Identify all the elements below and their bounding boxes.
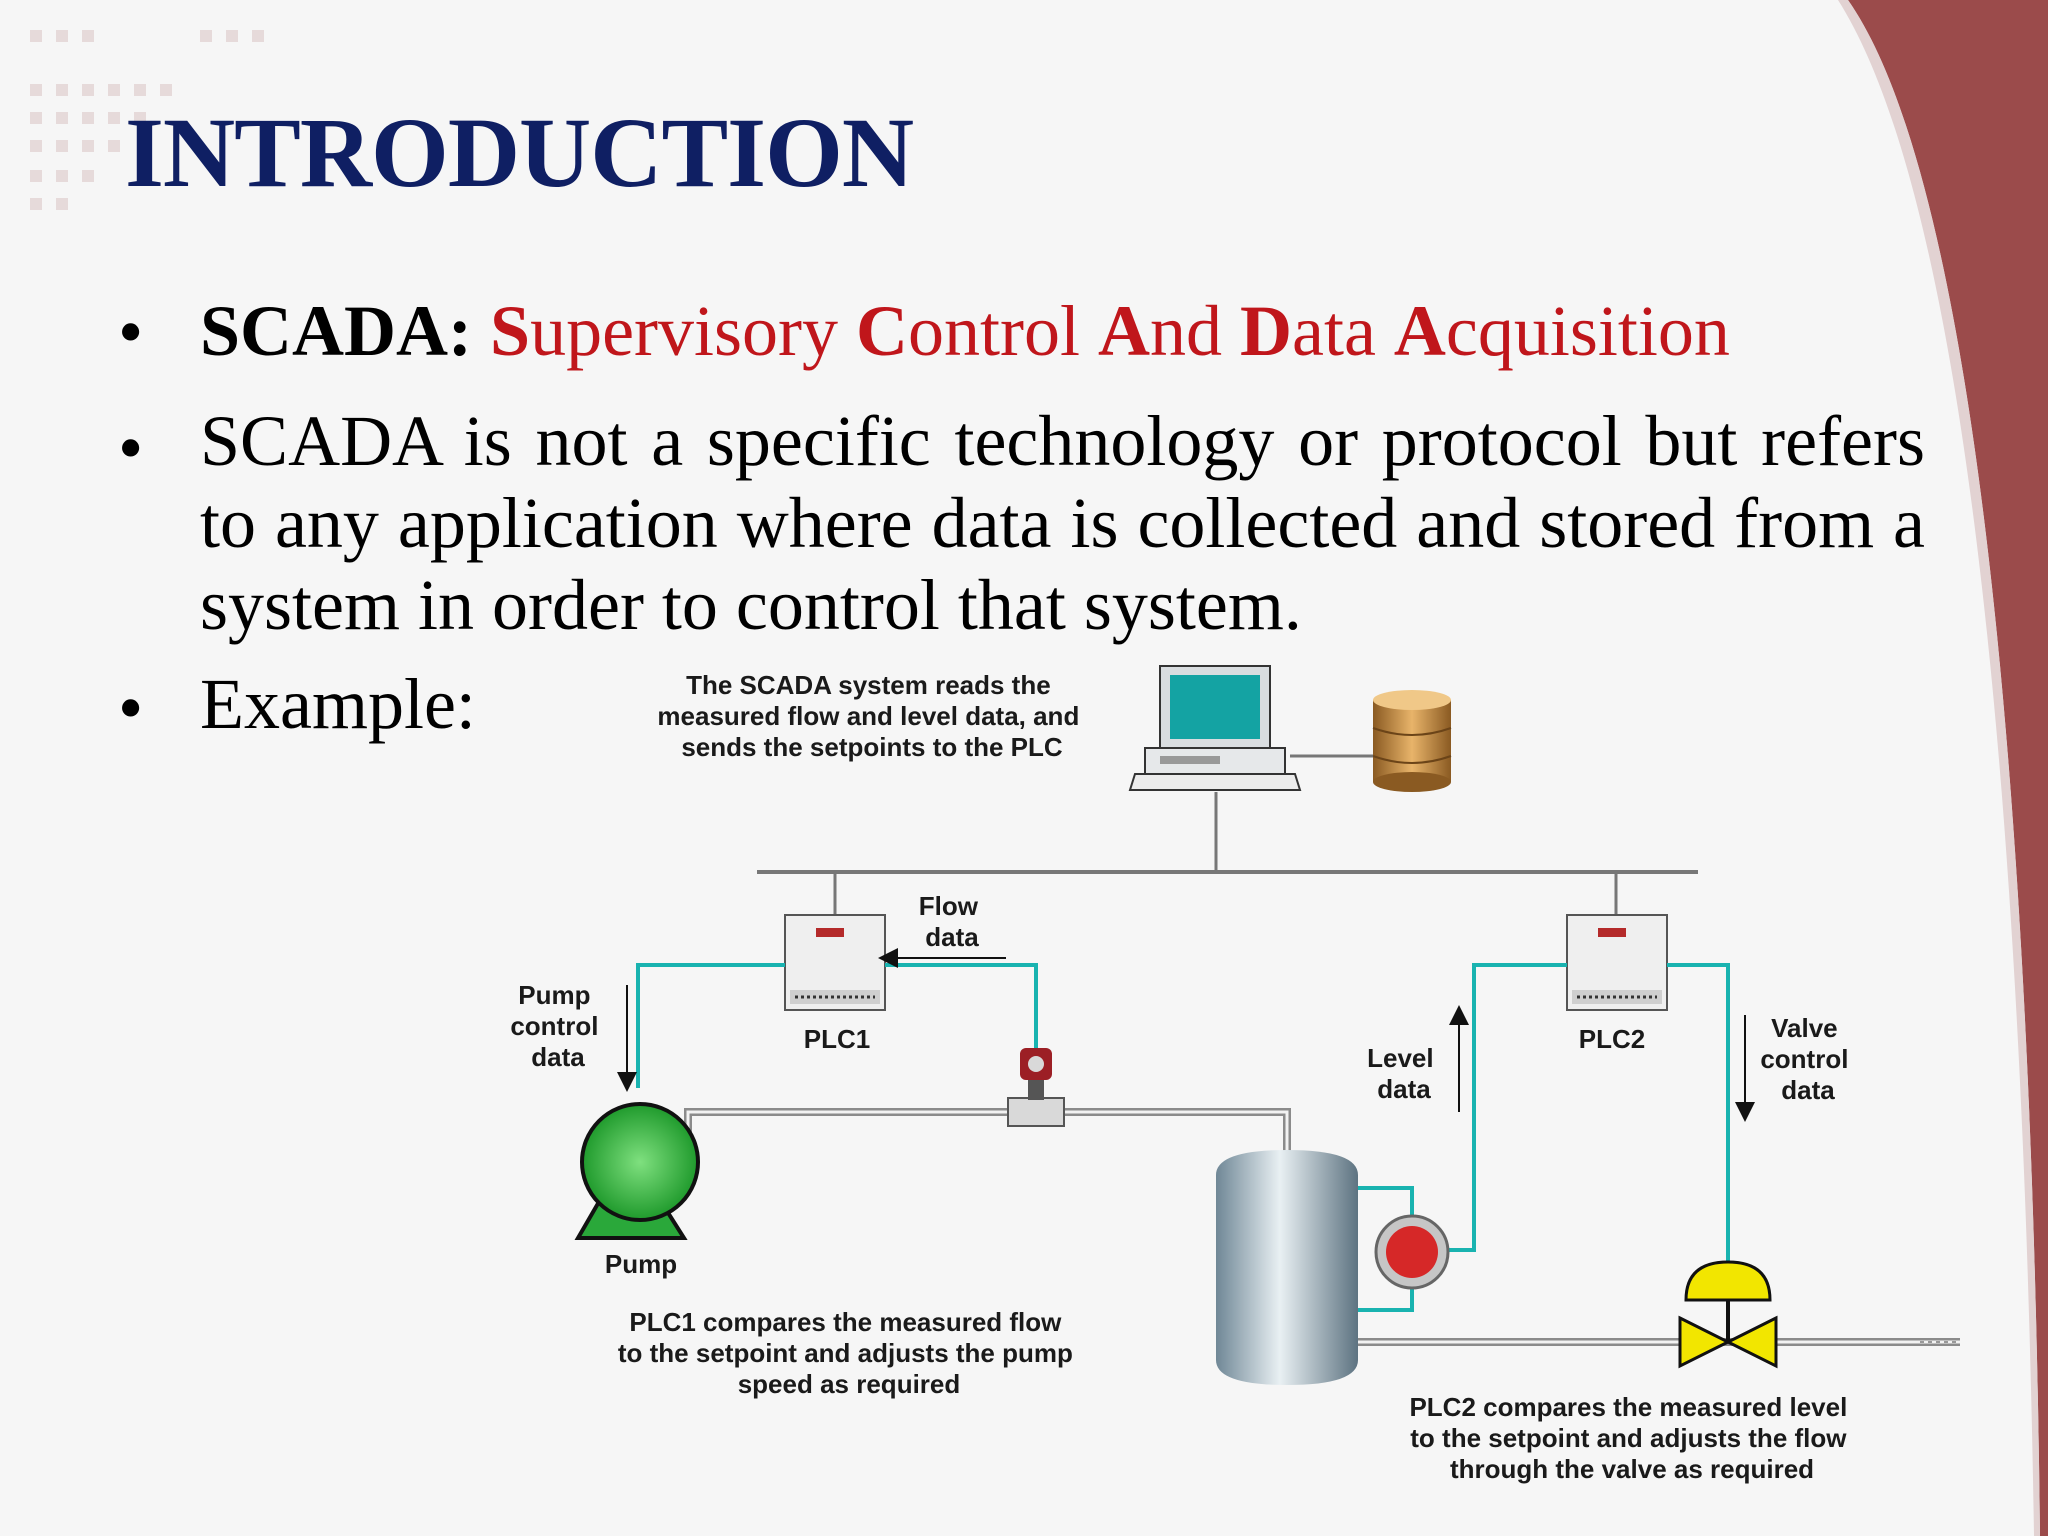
pump-icon xyxy=(574,1102,700,1240)
control-valve-icon xyxy=(1678,1260,1778,1369)
plc2-label: PLC2 xyxy=(1579,1024,1645,1054)
plc1-label: PLC1 xyxy=(804,1024,870,1054)
scada-label: SCADA: xyxy=(200,291,473,371)
plc2-device-icon xyxy=(1566,914,1668,1011)
acronym-word-5: Acquisition xyxy=(1393,291,1730,371)
plc1-device-icon xyxy=(784,914,886,1011)
scada-note: The SCADA system reads the measured flow… xyxy=(657,670,1086,762)
tank-icon xyxy=(1216,1150,1358,1385)
acronym-word-1: Supervisory xyxy=(490,291,838,371)
bullet-marker: • xyxy=(118,408,144,488)
page-title: INTRODUCTION xyxy=(125,97,914,208)
corner-swoosh xyxy=(1838,0,2048,1536)
bullet-scada-definition: SCADA: Supervisory Control And Data Acqu… xyxy=(200,290,1730,372)
level-sensor-icon xyxy=(1374,1214,1450,1290)
plc1-note: PLC1 compares the measured flow to the s… xyxy=(618,1307,1080,1399)
computer-icon xyxy=(1128,665,1302,791)
database-icon xyxy=(1372,690,1452,792)
bullet-marker: • xyxy=(118,292,144,372)
bullet-scada-description: SCADA is not a specific technology or pr… xyxy=(200,401,1925,645)
flow-meter-icon xyxy=(1007,1048,1065,1127)
level-data-label: Level data xyxy=(1367,1043,1441,1104)
pump-control-label: Pump control data xyxy=(510,980,605,1072)
acronym-word-4: Data xyxy=(1239,291,1376,371)
acronym-word-2: Control xyxy=(856,291,1080,371)
pump-label: Pump xyxy=(605,1249,677,1279)
valve-control-label: Valve control data xyxy=(1760,1013,1855,1105)
bullet-example: Example: xyxy=(200,664,476,744)
bullet-marker: • xyxy=(118,668,144,748)
signal-lines xyxy=(636,963,1730,1312)
plc2-note: PLC2 compares the measured level to the … xyxy=(1409,1392,1854,1484)
acronym-word-3: And xyxy=(1097,291,1222,371)
flow-data-label: Flow data xyxy=(919,891,985,952)
